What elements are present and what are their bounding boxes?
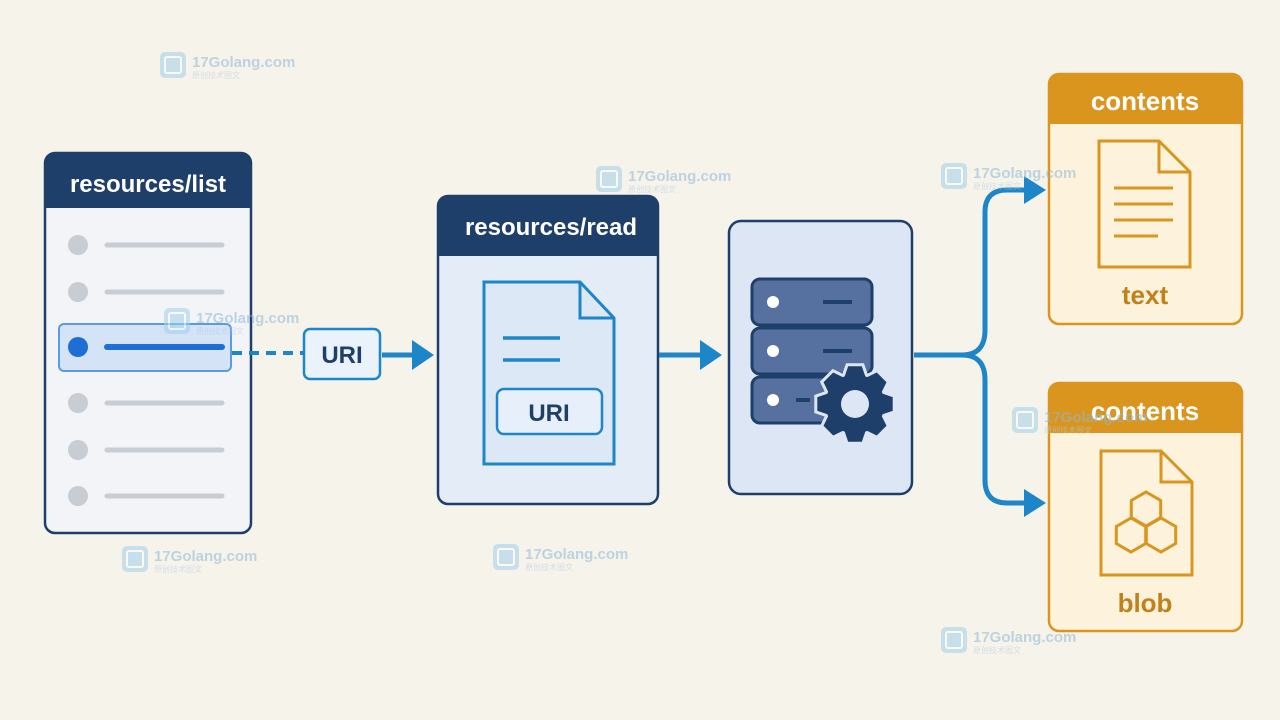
contents-text-label: text xyxy=(1122,280,1169,310)
server-gear-icon xyxy=(750,277,896,445)
list-item[interactable] xyxy=(68,235,225,255)
list-item[interactable] xyxy=(68,393,225,413)
watermark-text: 17Golang.com xyxy=(196,310,299,327)
uri-tag-label: URI xyxy=(321,342,362,369)
resources-list-panel: resources/list xyxy=(43,151,253,535)
watermark-logo-icon xyxy=(941,627,967,653)
watermark-subtext: 原创技术图文 xyxy=(525,562,573,572)
watermark-logo-icon xyxy=(164,308,190,334)
blob-document-icon xyxy=(1099,449,1194,577)
arrowhead-uri-to-read xyxy=(412,340,434,370)
watermark-text: 17Golang.com xyxy=(154,548,257,565)
resources-list-items xyxy=(58,235,232,506)
watermark-subtext: 原创技术图文 xyxy=(973,181,1021,191)
watermark-subtext: 原创技术图文 xyxy=(196,326,244,336)
server-box xyxy=(727,219,914,496)
resources-list-title: resources/list xyxy=(70,171,226,198)
watermark-logo-icon xyxy=(493,544,519,570)
bullet-icon xyxy=(68,440,88,460)
watermark-text: 17Golang.com xyxy=(525,546,628,563)
uri-tag: URI xyxy=(302,327,382,381)
watermark-subtext: 原创技术图文 xyxy=(154,564,202,574)
arrowhead-to-text xyxy=(1024,176,1046,204)
document-uri-label: URI xyxy=(528,400,569,427)
resources-read-panel: resources/read URI xyxy=(436,194,660,506)
bullet-icon xyxy=(68,486,88,506)
watermark-logo-icon xyxy=(596,166,622,192)
contents-blob-header: contents xyxy=(1091,396,1199,426)
contents-text-panel: contents text xyxy=(1047,72,1244,326)
bullet-icon xyxy=(68,282,88,302)
watermark-text: 17Golang.com xyxy=(973,165,1076,182)
arrowhead-read-to-server xyxy=(700,340,722,370)
uri-document-icon xyxy=(482,280,616,466)
watermark-text: 17Golang.com xyxy=(628,168,731,185)
watermark-subtext: 原创技术图文 xyxy=(973,645,1021,655)
watermark-logo-icon xyxy=(941,163,967,189)
watermark-subtext: 原创技术图文 xyxy=(1044,425,1092,435)
watermark-subtext: 原创技术图文 xyxy=(192,70,240,80)
watermark-subtext: 原创技术图文 xyxy=(628,184,676,194)
list-item[interactable] xyxy=(58,323,232,372)
arrowhead-to-blob xyxy=(1024,489,1046,517)
watermark-text: 17Golang.com xyxy=(973,629,1076,646)
list-item[interactable] xyxy=(68,440,225,460)
bullet-icon xyxy=(68,393,88,413)
contents-text-header: contents xyxy=(1091,86,1199,116)
bullet-icon xyxy=(68,235,88,255)
contents-blob-label: blob xyxy=(1118,588,1173,618)
list-item[interactable] xyxy=(68,282,225,302)
branch-connector xyxy=(914,187,1026,506)
watermark-logo-icon xyxy=(160,52,186,78)
watermark-logo-icon xyxy=(122,546,148,572)
contents-blob-panel: contents blob xyxy=(1047,381,1244,633)
selected-bullet-icon xyxy=(68,337,88,357)
resources-read-title: resources/read xyxy=(465,214,637,241)
text-document-icon xyxy=(1097,139,1192,269)
hexagon-cluster-icon xyxy=(1114,490,1178,554)
list-item[interactable] xyxy=(68,486,225,506)
watermark-text: 17Golang.com xyxy=(1044,409,1147,426)
watermark-text: 17Golang.com xyxy=(192,54,295,71)
watermark-logo-icon xyxy=(1012,407,1038,433)
watermark-layer: 17Golang.com原创技术图文17Golang.com原创技术图文17Go… xyxy=(122,52,1147,655)
